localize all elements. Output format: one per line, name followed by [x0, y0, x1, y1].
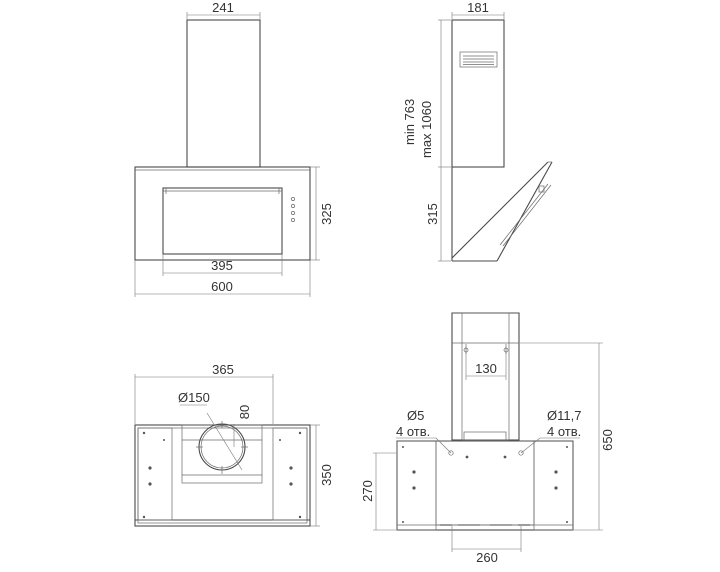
dim-total-height: 650: [600, 429, 615, 451]
top-view: 365 Ø150 80 350: [134, 362, 334, 527]
vent-grille: [459, 51, 498, 68]
side-view: 181 min 763 max 1060 315: [402, 0, 553, 262]
label-small-hole-count: 4 отв.: [396, 424, 430, 439]
dim-chimney-width: 241: [212, 0, 234, 15]
dim-glass-width: 395: [211, 258, 233, 273]
dim-body-height: 325: [319, 203, 334, 225]
dim-chimney-min: min 763: [402, 99, 417, 145]
front-body: [134, 166, 311, 261]
label-large-hole: Ø11,7: [547, 408, 581, 423]
label-large-hole-count: 4 отв.: [547, 424, 581, 439]
dim-outlet-diameter: Ø150: [178, 390, 210, 405]
rear-view: 130 Ø5 4 отв. Ø11,7 4 отв. 270 650 260: [360, 312, 615, 565]
mount-keyholes: [448, 450, 524, 459]
dim-bracket-spacing: 130: [475, 361, 497, 376]
rear-dots: [402, 446, 568, 523]
dim-total-width: 600: [211, 279, 233, 294]
outlet-housing: [181, 424, 263, 484]
bracket-holes: [463, 344, 509, 354]
dim-mount-height: 270: [360, 480, 375, 502]
label-small-hole: Ø5: [407, 408, 424, 423]
mounting-dots: [142, 431, 302, 519]
dim-top-depth: 350: [319, 464, 334, 486]
rear-body: [396, 440, 574, 531]
front-view: 241 395 600 325: [134, 0, 334, 297]
dim-outlet-center: 80: [237, 405, 252, 419]
dim-chimney-max: max 1060: [419, 101, 434, 158]
dim-side-body-height: 315: [425, 203, 440, 225]
dim-outlet-offset: 365: [212, 362, 234, 377]
front-chimney: [186, 19, 261, 168]
front-glass-panel: [162, 187, 283, 255]
control-buttons: [291, 197, 295, 222]
dim-side-depth: 181: [467, 0, 489, 15]
side-chimney: [451, 19, 505, 168]
dim-mount-width: 260: [476, 550, 498, 565]
vent-slots: [463, 55, 494, 65]
